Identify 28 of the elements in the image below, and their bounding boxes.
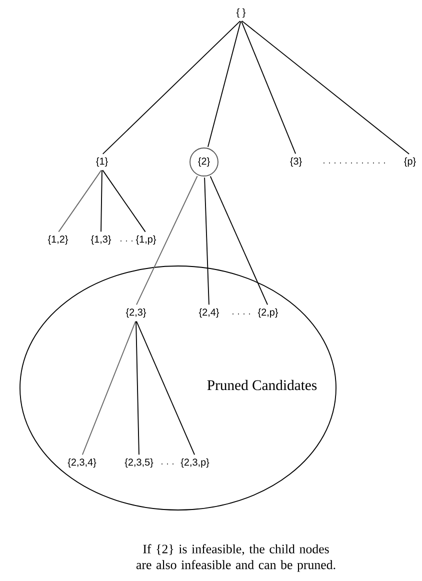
set-label: {1}	[96, 157, 108, 167]
set-label: {1,3}	[90, 235, 112, 245]
tree-line	[100, 170, 102, 232]
tree-line	[241, 20, 410, 155]
tree-line	[204, 177, 210, 306]
tree-line	[102, 170, 146, 232]
set-label: {1,p}	[136, 235, 156, 245]
tree-line	[58, 170, 102, 232]
tree-line	[136, 320, 140, 456]
set-label: {2,4}	[198, 308, 220, 318]
set-label: {2,3,p}	[180, 458, 210, 468]
set-label: {3}	[290, 157, 302, 167]
tree-line	[82, 320, 136, 456]
set-label: {2,3,5}	[124, 458, 154, 468]
caption: If {2} is infeasible, the child nodes are also infeasible and can be pruned.	[136, 544, 336, 572]
set-label: {p}	[404, 157, 416, 167]
set-label: {2,p}	[258, 308, 278, 318]
tree-line	[136, 320, 195, 456]
set-label: {2,3}	[126, 308, 146, 318]
set-label: {1,2}	[48, 235, 68, 245]
tree-line	[102, 20, 241, 154]
tree-line	[207, 20, 242, 148]
set-label: { }	[236, 8, 246, 18]
tree-line	[210, 176, 268, 306]
tree-line	[136, 176, 198, 306]
set-label: {2,3,4}	[68, 458, 96, 468]
tree-line	[240, 20, 296, 154]
circled-node: {2}	[190, 148, 218, 176]
